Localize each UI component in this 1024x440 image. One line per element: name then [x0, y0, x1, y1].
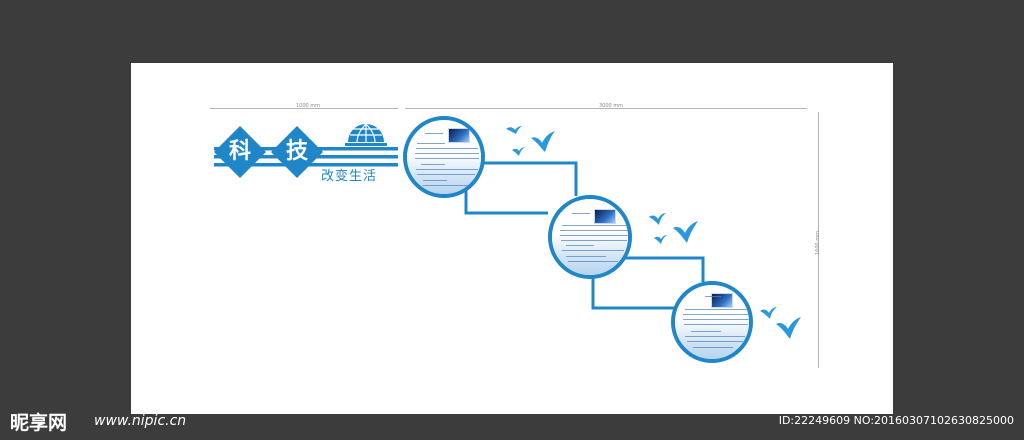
- watermark-id: ID:22249609 NO:20160307102630825000: [778, 414, 1014, 427]
- circle-photo: [448, 128, 470, 143]
- info-circle-1: [403, 116, 485, 198]
- text-line: [572, 213, 590, 215]
- bird-icon: [506, 126, 801, 339]
- text-line: [684, 324, 748, 326]
- text-line: [415, 153, 479, 155]
- text-line: [566, 245, 594, 247]
- title-diamonds: [214, 126, 323, 178]
- text-line: [683, 314, 749, 316]
- text-line: [568, 261, 618, 263]
- dimension-label-width: 1000 mm: [296, 103, 321, 109]
- title-char-ke: 科: [229, 138, 252, 164]
- display-board: [131, 63, 893, 414]
- text-line: [687, 341, 743, 343]
- text-line: [693, 347, 733, 349]
- text-line: [423, 180, 447, 182]
- text-line: [415, 158, 479, 160]
- info-circle-3: [671, 281, 753, 363]
- text-line: [560, 235, 628, 237]
- circle-background: [407, 153, 481, 194]
- circle-photo: [594, 209, 616, 224]
- dimension-line-width: [210, 108, 398, 109]
- title-char-ji: 技: [286, 138, 309, 164]
- text-line: [416, 169, 478, 171]
- text-line: [423, 185, 471, 187]
- text-line: [691, 331, 721, 333]
- text-line: [685, 336, 745, 338]
- dimension-line-height: [818, 112, 819, 368]
- text-line: [705, 296, 721, 298]
- watermark-url: www.nipic.cn: [94, 413, 187, 429]
- text-line: [562, 225, 626, 227]
- text-line: [417, 174, 475, 176]
- info-circle-2: [548, 195, 632, 279]
- connector-lines: [464, 161, 705, 310]
- text-line: [566, 256, 606, 258]
- text-line: [421, 164, 445, 166]
- text-line: [561, 240, 627, 242]
- text-line: [416, 148, 478, 150]
- dimension-label-length: 3000 mm: [599, 103, 624, 109]
- watermark-logo: 昵享网: [10, 412, 68, 434]
- text-line: [417, 143, 445, 145]
- text-line: [685, 309, 747, 311]
- text-line: [562, 250, 624, 252]
- text-line: [683, 319, 749, 321]
- text-line: [560, 230, 628, 232]
- globe-icon: [345, 123, 387, 146]
- dimension-line-length: [405, 108, 807, 109]
- subtitle: 改变生活: [321, 169, 378, 184]
- text-line: [425, 133, 443, 135]
